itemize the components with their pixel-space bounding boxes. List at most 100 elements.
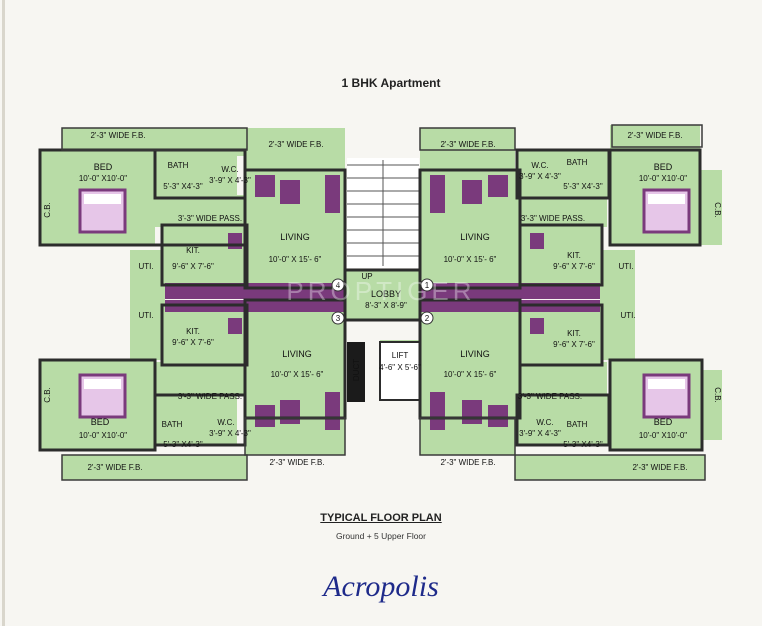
- bed-label: BED: [654, 417, 673, 427]
- sofa: [280, 400, 300, 424]
- flat-number: 3: [336, 314, 341, 323]
- kitchen-size-label: 9'-6" X 7'-6": [553, 340, 595, 349]
- flower-bed-outline: [419, 127, 516, 151]
- cupboard-label: C.B.: [713, 387, 722, 403]
- sofa: [462, 180, 482, 204]
- flower-bed-outline: [61, 454, 248, 481]
- sofa: [430, 175, 445, 213]
- floor-area: [517, 225, 602, 285]
- cupboard-label: C.B.: [713, 202, 722, 218]
- brand-name: Acropolis: [323, 570, 439, 603]
- wall: [160, 223, 249, 287]
- sofa: [430, 392, 445, 430]
- living-label: LIVING: [460, 349, 490, 359]
- floor-area: [515, 455, 705, 480]
- cupboard-label: C.B.: [43, 387, 52, 403]
- watermark: PROPTIGER: [286, 276, 475, 306]
- living-label: LIVING: [280, 232, 310, 242]
- living-label: LIVING: [460, 232, 490, 242]
- floor-area: [600, 300, 635, 360]
- sofa: [488, 175, 508, 197]
- floor-area: [162, 305, 247, 365]
- floor-area: [155, 195, 245, 227]
- passage-label: 3'-3" WIDE PASS.: [178, 392, 242, 401]
- floor-area: [40, 370, 62, 440]
- plan-subtitle: Ground + 5 Upper Floor: [335, 531, 426, 541]
- duct-label: DUCT: [352, 359, 361, 381]
- flat-number-circle: [331, 311, 345, 325]
- flower-bed-outline: [611, 124, 703, 148]
- utility-label: UTI.: [138, 262, 153, 271]
- floor-area: [130, 300, 165, 360]
- cupboard-label: C.B.: [43, 202, 52, 218]
- sofa: [325, 175, 340, 213]
- fb-label: 2'-3" WIDE F.B.: [440, 458, 495, 467]
- bath-label: BATH: [567, 158, 588, 167]
- floor-area: [517, 195, 607, 227]
- flower-bed-outline: [61, 127, 248, 151]
- floor-area: [345, 270, 420, 320]
- wc-size-label: 3'-9" X 4'-3": [519, 172, 561, 181]
- kitchen-label: KIT.: [567, 251, 581, 260]
- wc-label: W.C.: [217, 418, 234, 427]
- floor-area: [517, 305, 602, 365]
- flower-bed-outline: [244, 417, 346, 456]
- flat-number-circle: [420, 278, 434, 292]
- passage-label: 3'-3" WIDE PASS.: [178, 214, 242, 223]
- floor-area: [517, 362, 607, 394]
- utility-label: UTI.: [138, 311, 153, 320]
- bed-size-label: 10'-0" X10'-0": [639, 174, 687, 183]
- bath-size-label: 5'-3" X4'-3": [163, 182, 203, 191]
- sofa: [488, 405, 508, 427]
- sofa: [255, 405, 275, 427]
- kitchen-label: KIT.: [567, 329, 581, 338]
- bed-label: BED: [91, 417, 110, 427]
- wc-size-label: 3'-9" X 4'-3": [519, 429, 561, 438]
- kitchen-counter: [165, 300, 345, 312]
- lift-size-label: 4'-6" X 5'-6": [379, 363, 421, 372]
- sofa: [530, 233, 544, 249]
- plan-title: TYPICAL FLOOR PLAN: [320, 512, 442, 524]
- sofa: [280, 180, 300, 204]
- living-size-label: 10'-0" X 15'- 6": [444, 370, 497, 379]
- fb-label: 2'-3" WIDE F.B.: [87, 463, 142, 472]
- wall: [608, 148, 702, 247]
- floor-area: [155, 362, 245, 394]
- wall: [518, 223, 604, 287]
- bath-size-label: 5'-3" X4'-3": [163, 440, 203, 449]
- floor-area: [245, 128, 345, 173]
- wc-label: W.C.: [531, 161, 548, 170]
- kitchen-size-label: 9'-6" X 7'-6": [553, 262, 595, 271]
- kitchen-counter: [420, 300, 600, 312]
- lobby-size-label: 8'-3" X 8'-9": [365, 301, 407, 310]
- pillow: [648, 379, 685, 389]
- sofa: [325, 392, 340, 430]
- kitchen-size-label: 9'-6" X 7'-6": [172, 262, 214, 271]
- fb-label: 2'-3" WIDE F.B.: [632, 463, 687, 472]
- floor-area: [517, 395, 609, 445]
- bath-label: BATH: [567, 420, 588, 429]
- floor-area: [600, 250, 635, 300]
- flat-number-circle: [420, 311, 434, 325]
- utility-label: UTI.: [620, 311, 635, 320]
- pillow: [648, 194, 685, 204]
- flower-bed-outline: [514, 454, 706, 481]
- living-size-label: 10'-0" X 15'- 6": [271, 370, 324, 379]
- fb-label: 2'-3" WIDE F.B.: [269, 458, 324, 467]
- living-size-label: 10'-0" X 15'- 6": [269, 255, 322, 264]
- flat-number: 1: [425, 281, 430, 290]
- passage-label: 3'-3" WIDE PASS.: [521, 214, 585, 223]
- floor-area: [700, 370, 722, 440]
- wall: [243, 168, 347, 290]
- bed-size-label: 10'-0" X10'-0": [79, 174, 127, 183]
- sofa: [530, 318, 544, 334]
- bath-label: BATH: [162, 420, 183, 429]
- wc-label: W.C.: [536, 418, 553, 427]
- floor-area: [155, 395, 237, 445]
- fb-label: 2'-3" WIDE F.B.: [90, 131, 145, 140]
- bath-label: BATH: [168, 161, 189, 170]
- wc-label: W.C.: [221, 165, 238, 174]
- wc-size-label: 3'-9" X 4'-3": [209, 429, 251, 438]
- pillow: [84, 379, 121, 389]
- sofa: [228, 233, 242, 249]
